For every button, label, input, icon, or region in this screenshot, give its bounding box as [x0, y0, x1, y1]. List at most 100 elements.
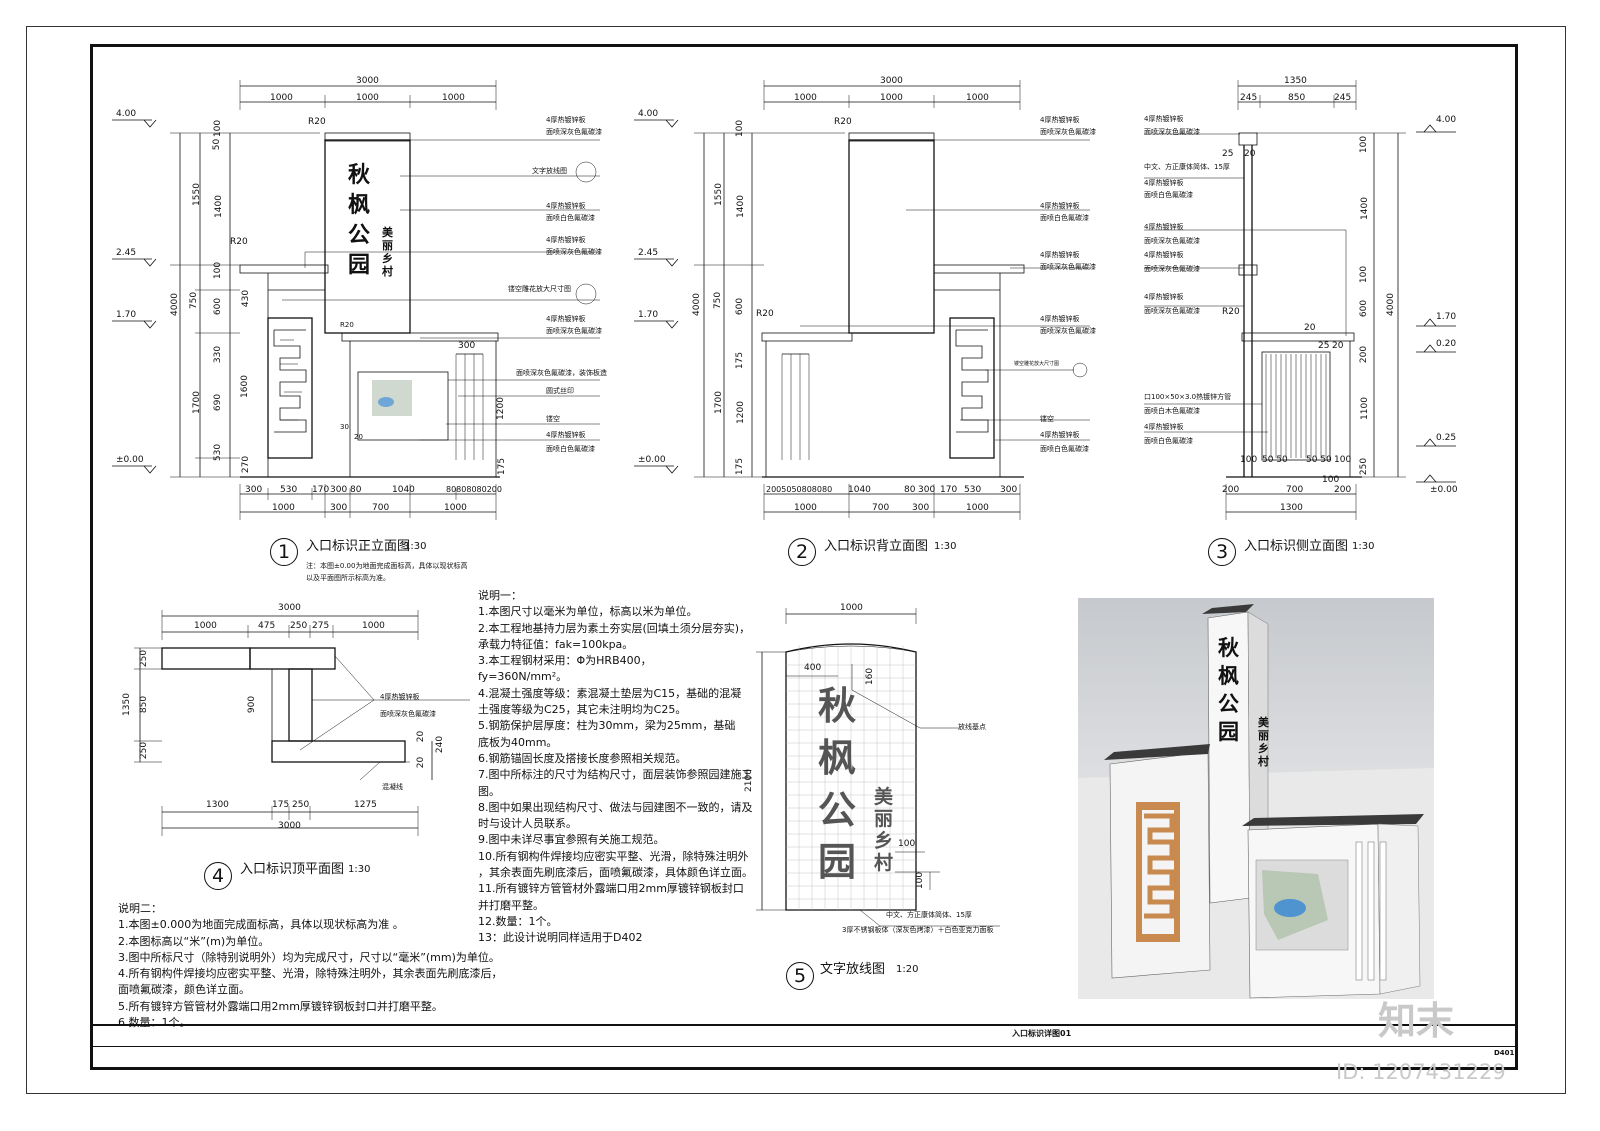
v1-ann-10: 面喷深灰色氟碳漆	[546, 327, 602, 335]
v3-dim-100: 100	[1359, 135, 1370, 154]
view4-top-plan	[134, 610, 470, 836]
v1-dim-20: 20	[354, 433, 363, 441]
v1-level-ground: ±0.00	[116, 455, 144, 465]
v3-level-020: 0.20	[1436, 339, 1457, 349]
v3-ann-4: 4厚热镀锌板	[1144, 179, 1184, 187]
v2-dim-c1000: 1000	[794, 503, 817, 513]
notes-one-item: 10.所有钢构件焊接均应密实平整、光滑，除特殊注明外	[478, 849, 749, 863]
v4-dim-1000: 1000	[194, 621, 217, 631]
v2-dim-b300b: 300	[1000, 485, 1018, 495]
v5-dim-100: 100	[898, 839, 916, 849]
v2-level-top: 4.00	[638, 109, 659, 119]
v2-dim-b530: 530	[964, 485, 982, 495]
v4-dim-900: 900	[247, 695, 258, 714]
v1-dim-530: 530	[213, 443, 224, 462]
v3-dim-g100c: 100	[1322, 475, 1340, 485]
v3-ann-11: 面喷深灰色氟碳漆	[1144, 307, 1200, 315]
v1-dim-100b: 100	[213, 261, 224, 280]
v1-dim-c700: 700	[372, 503, 390, 513]
v3-dim-g5050: 50 50	[1262, 455, 1288, 465]
v4-view-title: 入口标识顶平面图	[240, 862, 345, 877]
v1-dim-c1000b: 1000	[444, 503, 467, 513]
drawing-frame	[90, 44, 1518, 1070]
v3-dim-250: 250	[1359, 457, 1370, 476]
v1-dim-c: 1000	[442, 93, 465, 103]
v2-dim-100: 100	[735, 119, 746, 138]
view3-side-elevation	[1144, 80, 1456, 520]
v2-dim-height: 4000	[691, 293, 702, 316]
v1-dim-270: 270	[241, 455, 252, 474]
notes-one-item: 13：此设计说明同样适用于D402	[478, 931, 643, 945]
v1-view-title: 入口标识正立面图	[306, 539, 411, 554]
notes-one-item: 1.本图尺寸以毫米为单位，标高以米为单位。	[478, 605, 698, 619]
v2-view-scale: 1:30	[934, 541, 957, 552]
v5-ann-font: 中文、方正康体简体、15厚	[886, 911, 972, 919]
v4-view-scale: 1:30	[348, 864, 371, 875]
v1-view-scale: 1:30	[404, 541, 427, 552]
v2-ann-9: 镂空雕花放大尺寸图	[1014, 361, 1060, 367]
v4-dim-850: 850	[139, 695, 150, 714]
v4-dim-1000b: 1000	[362, 621, 385, 631]
notes-one-item: 2.本工程地基持力层为素土夯实层(回填土须分层夯实)，	[478, 621, 751, 635]
notes-one-item: 并打磨平整。	[478, 898, 544, 912]
v3-dim-b1300: 1300	[1280, 503, 1303, 513]
v2-dim-b80: 80	[904, 485, 916, 495]
v1-dim-b1040: 1040	[392, 485, 415, 495]
v4-dim-b175: 175	[272, 800, 290, 810]
notes-one-item: 承载力特征值：fak=100kpa。	[478, 637, 634, 651]
v1-dim-330: 330	[213, 345, 224, 364]
v1-dim-1400: 1400	[213, 195, 224, 218]
notes-two-item: 面喷氟碳漆，颜色详立面。	[118, 983, 250, 997]
v2-dim-1550: 1550	[713, 183, 724, 206]
render-sign-text: 秋枫公园	[1218, 635, 1239, 744]
v2-radius-top: R20	[834, 117, 852, 127]
v2-dim-175: 175	[735, 457, 746, 476]
notes-one-item: 图。	[478, 784, 500, 798]
sign-3d-render: 秋枫公园 美丽乡村	[1078, 598, 1434, 999]
v3-ann-5: 面喷白色氟碳漆	[1144, 191, 1193, 199]
v2-dim-b300: 300	[918, 485, 936, 495]
v3-view-scale: 1:30	[1352, 541, 1375, 552]
v3-ann-9: 面喷深灰色氟碳漆	[1144, 265, 1200, 273]
v3-dim-a: 245	[1240, 93, 1258, 103]
notes-one-item: 3.本工程钢材采用：Φ为HRB400，	[478, 654, 652, 668]
v1-dim-300top: 300	[458, 341, 476, 351]
notes-two-item: 5.所有镀锌方管管材外露端口用2mm厚镀锌钢板封口并打磨平整。	[118, 999, 443, 1013]
v3-level-170: 1.70	[1436, 312, 1457, 322]
v2-dim-c: 1000	[966, 93, 989, 103]
v2-ann-6: 面喷深灰色氟碳漆	[1040, 263, 1096, 271]
v3-dim-c: 245	[1334, 93, 1352, 103]
v1-note-line2: 以及平面图所示标高为准。	[306, 574, 390, 582]
v3-level-top: 4.00	[1436, 115, 1457, 125]
notes-one-item: 5.钢筋保护层厚度：柱为30mm，梁为25mm，基础	[478, 719, 736, 733]
v1-dim-1700: 1700	[191, 391, 202, 414]
v5-sign-text: 秋枫公园	[818, 683, 857, 884]
v2-ann-4: 面喷白色氟碳漆	[1040, 214, 1089, 222]
v1-note-line1: 注：本图±0.00为地面完成面标高，具体以现状标高	[306, 562, 468, 570]
v4-dim-b1275: 1275	[354, 800, 377, 810]
v4-dim-b250: 250	[292, 800, 310, 810]
v1-dim-height: 4000	[169, 293, 180, 316]
v3-ann-8: 4厚热镀锌板	[1144, 251, 1184, 259]
view5-text-layout	[756, 608, 1000, 927]
v1-dim-600: 600	[213, 297, 224, 316]
v2-level-low: 1.70	[638, 310, 659, 320]
v1-dim-1550: 1550	[191, 183, 202, 206]
v2-ann-12: 面喷白色氟碳漆	[1040, 445, 1089, 453]
v3-ann-15: 面喷白色氟碳漆	[1144, 437, 1193, 445]
v3-dim-b: 850	[1288, 93, 1306, 103]
v1-level-top: 4.00	[116, 109, 137, 119]
image-id-watermark: ID: 1207431229	[1336, 1060, 1506, 1084]
sheet-title: 入口标识详图01	[1012, 1029, 1072, 1038]
v3-dim-g100: 100	[1240, 455, 1258, 465]
v2-ann-8: 面喷深灰色氟碳漆	[1040, 327, 1096, 335]
v2-level-ground: ±0.00	[638, 455, 666, 465]
v1-dim-100: 100	[213, 119, 224, 138]
v2-ann-1: 4厚热镀锌板	[1040, 116, 1080, 124]
v3-ann-10: 4厚热镀锌板	[1144, 293, 1184, 301]
brand-logo-watermark: 知末	[1378, 999, 1455, 1043]
v3-dim-1100: 1100	[1359, 397, 1370, 420]
v3-dim-g100b: 100	[1334, 455, 1352, 465]
notes-two-item: 1.本图±0.000为地面完成面标高，具体以现状标高为准 。	[118, 918, 404, 932]
v2-ann-5: 4厚热镀锌板	[1040, 251, 1080, 259]
